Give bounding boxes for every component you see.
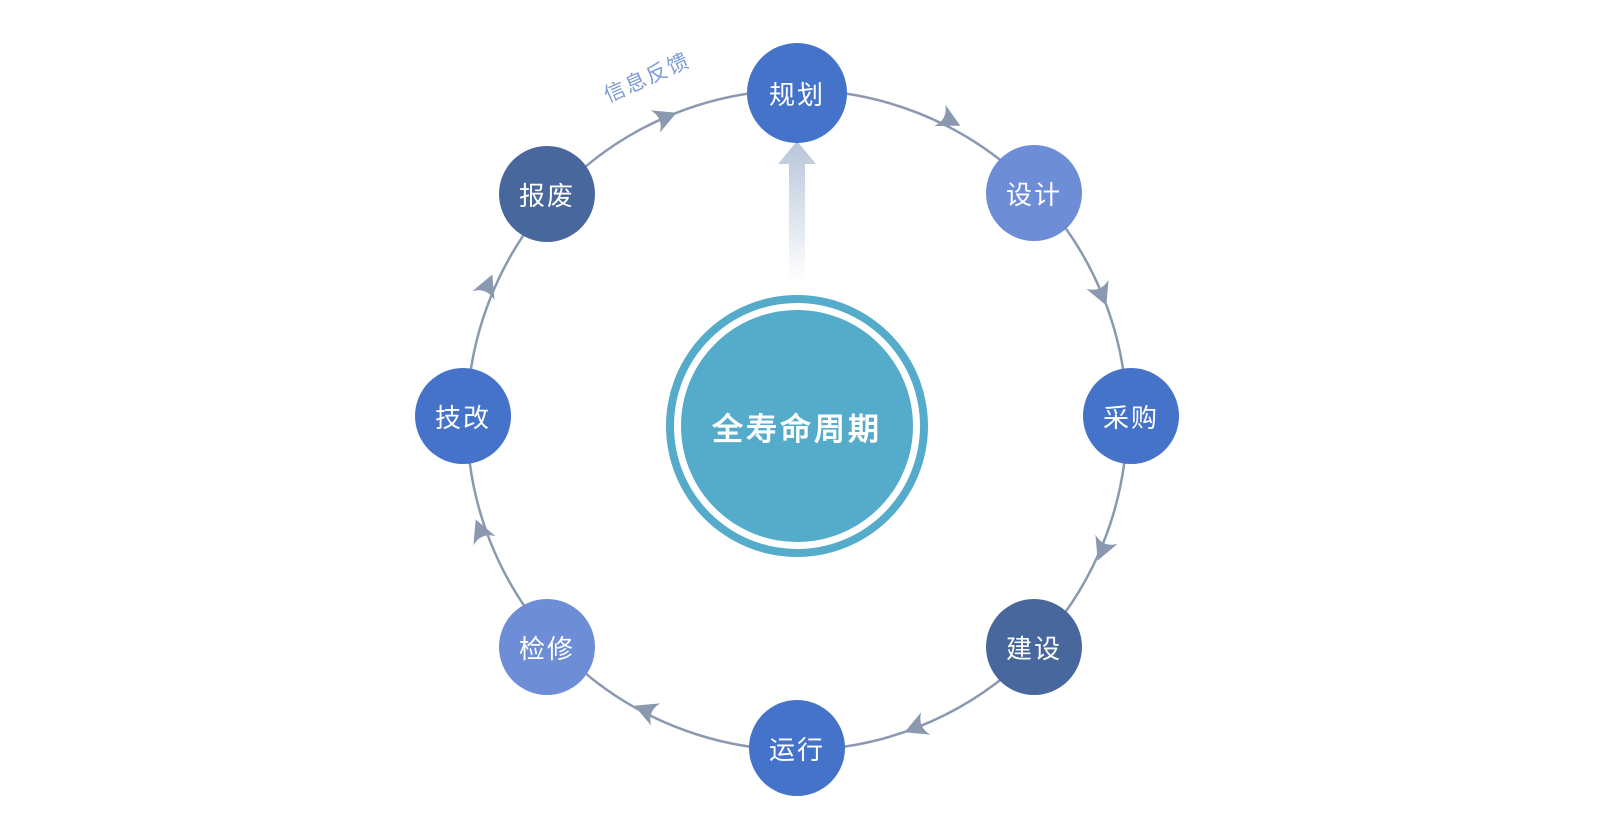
node-procurement-label: 采购 <box>1102 402 1159 433</box>
node-scrap: 报废 <box>499 146 595 242</box>
center-circle: 全寿命周期 <box>666 295 928 557</box>
node-design-label: 设计 <box>1005 179 1062 210</box>
node-design: 设计 <box>986 145 1082 241</box>
feedback-label: 信息反馈 <box>601 49 694 107</box>
node-upgrade: 技改 <box>415 368 511 464</box>
flow-arrowhead-construction-to-operation <box>904 712 931 735</box>
flow-arrowhead-design-to-procurement <box>1086 279 1109 306</box>
node-construction: 建设 <box>986 599 1082 695</box>
flow-arrowhead-operation-to-maintenance <box>634 703 661 726</box>
center-up-arrow-icon <box>778 141 816 280</box>
center-label: 全寿命周期 <box>712 411 882 447</box>
node-maintenance: 检修 <box>499 599 595 695</box>
node-construction-label: 建设 <box>1005 633 1062 664</box>
flow-arrowhead-planning-to-design <box>934 104 961 126</box>
node-operation: 运行 <box>749 700 845 796</box>
node-maintenance-label: 检修 <box>518 633 575 664</box>
flow-arrowhead-upgrade-to-scrap <box>472 274 495 301</box>
node-planning: 规划 <box>747 43 847 143</box>
node-planning-label: 规划 <box>768 79 825 110</box>
flow-arrowhead-procurement-to-construction <box>1095 534 1118 561</box>
node-upgrade-label: 技改 <box>434 402 491 433</box>
flow-arrows <box>472 104 1118 735</box>
node-procurement: 采购 <box>1083 368 1179 464</box>
node-operation-label: 运行 <box>768 734 825 765</box>
flow-arrowhead-maintenance-to-upgrade <box>473 519 496 546</box>
flow-arrowhead-scrap-to-planning <box>650 110 677 133</box>
node-scrap-label: 报废 <box>518 180 575 211</box>
